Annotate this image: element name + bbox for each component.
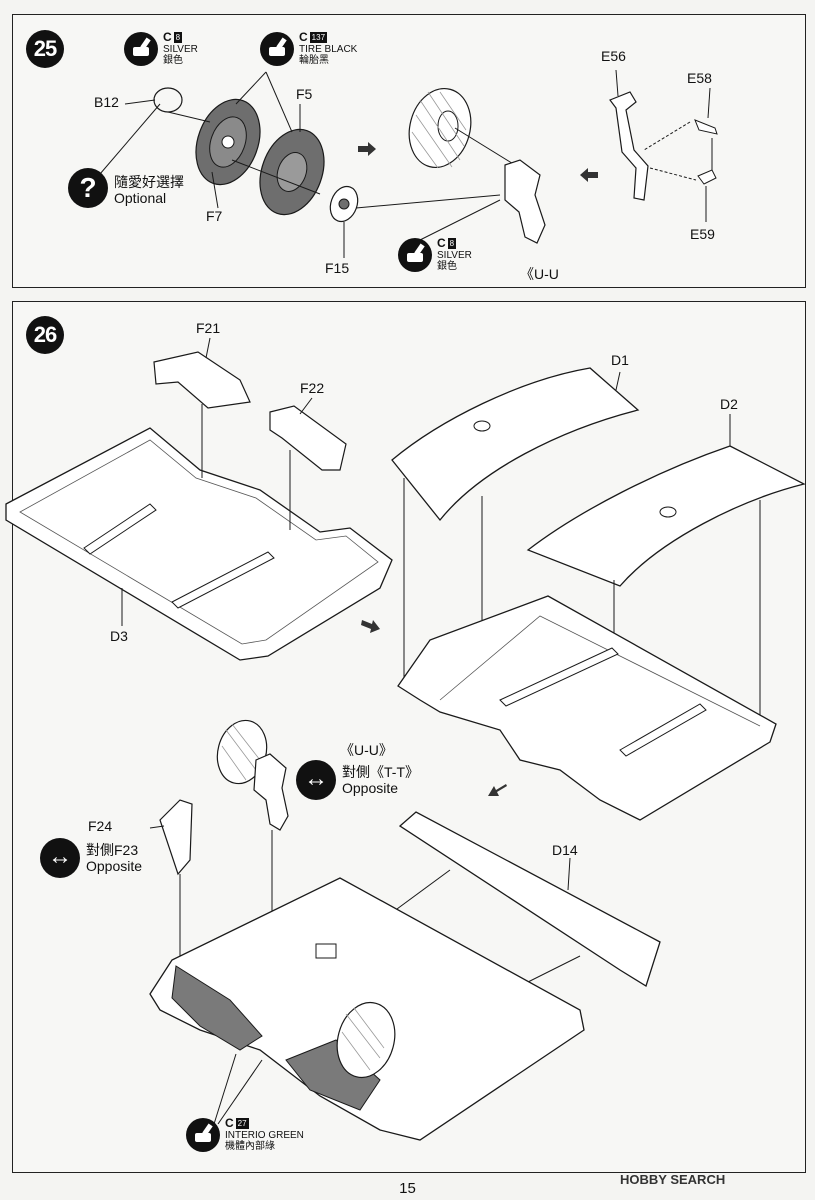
part-f22-shape [269,405,347,471]
part-d3-shape [5,427,393,661]
optional-en: Optional [114,190,167,206]
uu-callout-zh: 對側《T-T》 [342,764,419,780]
paint-brush-icon [260,32,294,66]
assembled-section-shape [397,595,777,821]
part-e56-shape [609,91,649,201]
opposite-arrows-icon: ↔ [296,760,336,800]
paint-num: 27 [235,1118,249,1129]
label-f22: F22 [300,380,325,396]
step-25-diagram [99,69,718,258]
paint-name-en: TIRE BLACK [299,44,358,55]
paint-num: 8 [447,238,457,249]
paint-code: C [163,30,172,44]
uu-strut-shape [253,753,289,831]
part-f24-shape [159,799,193,876]
interior-green-area [171,965,263,1051]
label-e58: E58 [687,70,712,86]
paint-brush-icon [398,238,432,272]
step-26-number: 26 [26,316,64,354]
uu-callout-title: 《U-U》 [340,742,393,758]
label-f5: F5 [296,86,313,102]
label-e59: E59 [690,226,715,242]
label-f24: F24 [88,818,113,834]
paint-name-zh: 輪胎黑 [299,55,329,66]
flow-arrow-down-left [488,784,507,796]
flow-arrow-right [358,142,376,156]
paint-name-zh: 機體內部綠 [225,1141,275,1152]
f24-callout-zh: 對側F23 [86,842,139,858]
part-d1-shape [391,367,640,522]
optional-zh: 隨愛好選擇 [114,174,184,190]
paint-code: C [437,236,446,250]
paint-num: 8 [173,32,183,43]
label-f21: F21 [196,320,221,336]
landing-strut-shape [504,159,546,244]
paint-brush-icon [186,1118,220,1152]
paint-name-en: INTERIO GREEN [225,1130,304,1141]
label-uu: 《U-U [520,266,559,282]
uu-callout-en: Opposite [342,780,399,796]
optional-icon: ? [68,168,108,208]
label-d1: D1 [611,352,629,368]
label-d14: D14 [552,842,578,858]
step-25-number: 25 [26,30,64,68]
label-f15: F15 [325,260,350,276]
paint-num: 137 [309,32,328,43]
flow-arrow-down-right [361,620,380,633]
opposite-arrows-icon: ↔ [40,838,80,878]
label-d2: D2 [720,396,738,412]
paint-name-zh: 銀色 [163,55,183,66]
part-e59-shape [697,169,717,185]
label-e56: E56 [601,48,626,64]
label-d3: D3 [110,628,128,644]
part-d14-shape [398,811,661,987]
paint-name-en: SILVER [437,250,472,261]
label-b12: B12 [94,94,119,110]
paint-code: C [225,1116,234,1130]
f24-callout-en: Opposite [86,858,143,874]
watermark: HOBBY SEARCH [620,1172,726,1187]
paint-brush-icon [124,32,158,66]
label-f7: F7 [206,208,223,224]
paint-name-en: SILVER [163,44,198,55]
flow-arrow-left [580,168,598,182]
part-e58-shape [694,119,718,135]
paint-name-zh: 銀色 [437,261,457,272]
part-f21-shape [153,351,251,409]
page-number: 15 [399,1180,416,1197]
paint-code: C [299,30,308,44]
